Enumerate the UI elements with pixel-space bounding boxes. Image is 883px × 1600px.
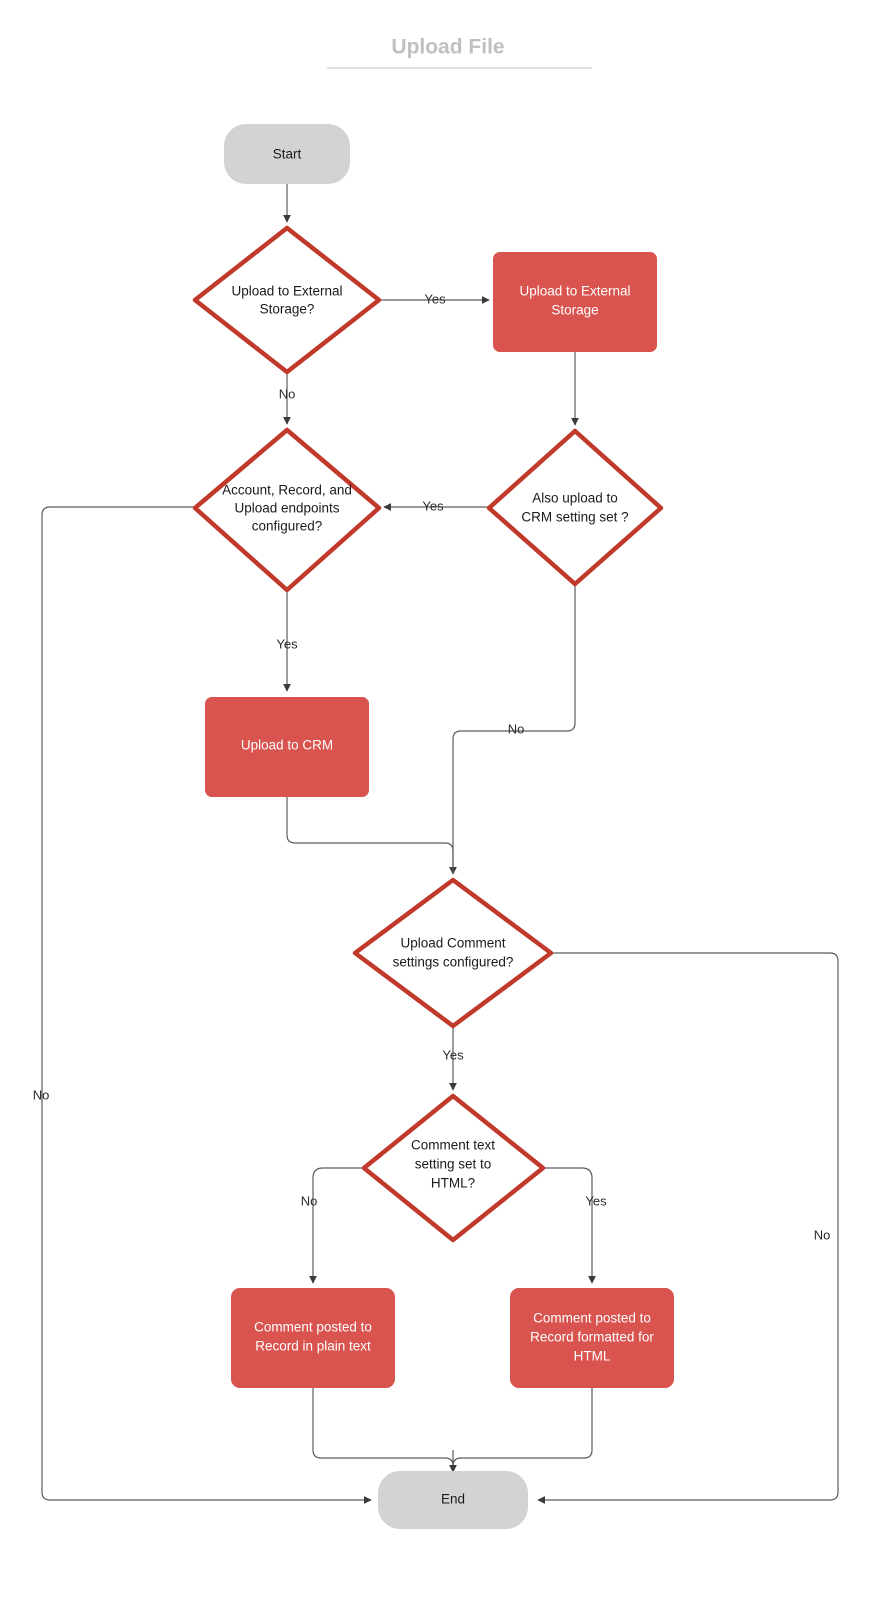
node-process-comment-plain-text[interactable]: Comment posted to Record in plain text — [231, 1288, 395, 1388]
process-upload-crm-shape[interactable] — [205, 697, 369, 797]
edge-label-comment-html-no: No — [301, 1193, 318, 1208]
edge-label-also-crm-no: No — [508, 721, 525, 736]
edge-endpoints-no — [41, 506, 372, 1504]
decision-upload-comment-settings-label-line2: settings configured? — [393, 955, 514, 970]
node-decision-upload-external-storage[interactable]: Upload to External Storage? — [192, 225, 382, 375]
diagram-title: Upload File — [327, 36, 592, 69]
edge-also-crm-no — [449, 578, 576, 875]
title-text: Upload File — [391, 36, 504, 59]
node-end[interactable]: End — [378, 1471, 528, 1529]
end-label: End — [441, 1492, 465, 1507]
node-process-upload-crm[interactable]: Upload to CRM — [205, 697, 369, 797]
edge-label-endpoints-no: No — [33, 1087, 50, 1102]
decision-also-upload-crm-label-line2: CRM setting set ? — [521, 510, 628, 525]
process-upload-crm-label-line1: Upload to CRM — [241, 738, 333, 753]
node-start[interactable]: Start — [224, 124, 350, 184]
start-label: Start — [273, 147, 302, 162]
decision-also-upload-crm-label-line1: Also upload to — [532, 491, 618, 506]
node-decision-also-upload-crm[interactable]: Also upload to CRM setting set ? — [486, 428, 664, 587]
process-upload-external-storage-label-line2: Storage — [551, 303, 598, 318]
start-shape[interactable] — [224, 124, 350, 184]
decision-endpoints-configured-label-line1: Account, Record, and — [222, 483, 352, 498]
edge-crm-to-comment-settings — [286, 797, 454, 874]
edge-plain-to-end — [312, 1387, 454, 1472]
edge-comment-html-no — [309, 1167, 364, 1284]
process-comment-html-label-line2: Record formatted for — [530, 1330, 654, 1345]
edge-comment-html-yes — [543, 1167, 596, 1284]
edge-html-to-end — [452, 1387, 593, 1472]
process-upload-external-storage-label-line1: Upload to External — [519, 284, 630, 299]
process-comment-html-label-line3: HTML — [574, 1349, 611, 1364]
node-decision-comment-text-html[interactable]: Comment text setting set to HTML? — [361, 1093, 546, 1243]
process-upload-external-storage-shape[interactable] — [493, 252, 657, 352]
edge-layer: Upload to External Storage --> endpoints… — [41, 184, 839, 1504]
decision-comment-text-html-label-line2: setting set to — [415, 1157, 492, 1172]
decision-comment-text-html-label-line3: HTML? — [431, 1176, 475, 1191]
edge-label-comment-settings-no: No — [814, 1227, 831, 1242]
decision-also-upload-crm-shape[interactable] — [486, 428, 664, 587]
node-process-upload-external-storage[interactable]: Upload to External Storage — [493, 252, 657, 352]
process-comment-html-shape[interactable] — [510, 1288, 674, 1388]
process-comment-plain-text-label-line2: Record in plain text — [255, 1339, 371, 1354]
process-comment-html-label-line1: Comment posted to — [533, 1311, 651, 1326]
edge-label-comment-settings-yes: Yes — [442, 1047, 464, 1062]
decision-comment-text-html-shape[interactable] — [361, 1093, 546, 1243]
decision-upload-comment-settings-shape[interactable] — [352, 877, 554, 1029]
edge-label-external-no: No — [279, 386, 296, 401]
decision-endpoints-configured-label-line2: Upload endpoints — [234, 501, 339, 516]
node-decision-endpoints-configured[interactable]: Account, Record, and Upload endpoints co… — [192, 427, 382, 593]
edge-comment-settings-no — [537, 952, 839, 1504]
decision-endpoints-configured-label-line3: configured? — [252, 519, 323, 534]
node-decision-upload-comment-settings[interactable]: Upload Comment settings configured? — [352, 877, 554, 1029]
decision-upload-external-storage-shape[interactable] — [192, 225, 382, 375]
process-comment-plain-text-label-line1: Comment posted to — [254, 1320, 372, 1335]
decision-upload-external-storage-label-line2: Storage? — [260, 302, 315, 317]
node-process-comment-html[interactable]: Comment posted to Record formatted for H… — [510, 1288, 674, 1388]
decision-upload-external-storage-label-line1: Upload to External — [231, 284, 342, 299]
edge-label-also-crm-yes: Yes — [422, 498, 444, 513]
decision-upload-comment-settings-label-line1: Upload Comment — [400, 936, 505, 951]
decision-comment-text-html-label-line1: Comment text — [411, 1138, 495, 1153]
edge-label-comment-html-yes: Yes — [585, 1193, 607, 1208]
edge-label-endpoints-yes: Yes — [276, 636, 298, 651]
end-shape[interactable] — [378, 1471, 528, 1529]
decision-endpoints-configured-shape[interactable] — [192, 427, 382, 593]
edge-label-layer: Yes No Yes No Yes No Yes No No Yes — [33, 291, 831, 1242]
process-comment-plain-text-shape[interactable] — [231, 1288, 395, 1388]
edge-label-external-yes: Yes — [424, 291, 446, 306]
